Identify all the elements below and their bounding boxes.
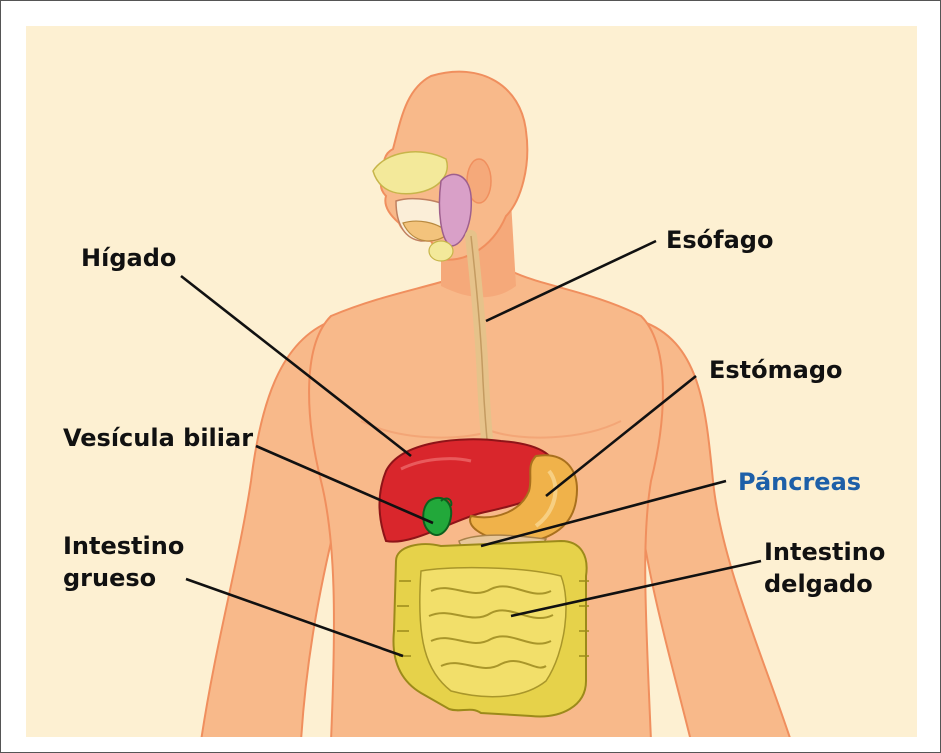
label-intestino-grueso-line1: Intestino [63, 532, 184, 560]
label-intestino-delgado-line1: Intestino [764, 538, 885, 566]
diagram-panel: Hígado Esófago Estómago Vesícula biliar … [26, 26, 917, 737]
gallbladder-organ [423, 498, 451, 535]
label-estomago: Estómago [709, 356, 843, 384]
small-intestine-organ [420, 568, 566, 697]
label-esofago: Esófago [666, 226, 773, 254]
label-higado: Hígado [81, 244, 176, 272]
jaw-gland [429, 241, 453, 261]
label-pancreas: Páncreas [738, 468, 861, 496]
label-vesicula-biliar: Vesícula biliar [63, 424, 253, 452]
label-intestino-delgado-line2: delgado [764, 570, 873, 598]
label-intestino-grueso-line2: grueso [63, 564, 156, 592]
intestines [393, 541, 589, 716]
